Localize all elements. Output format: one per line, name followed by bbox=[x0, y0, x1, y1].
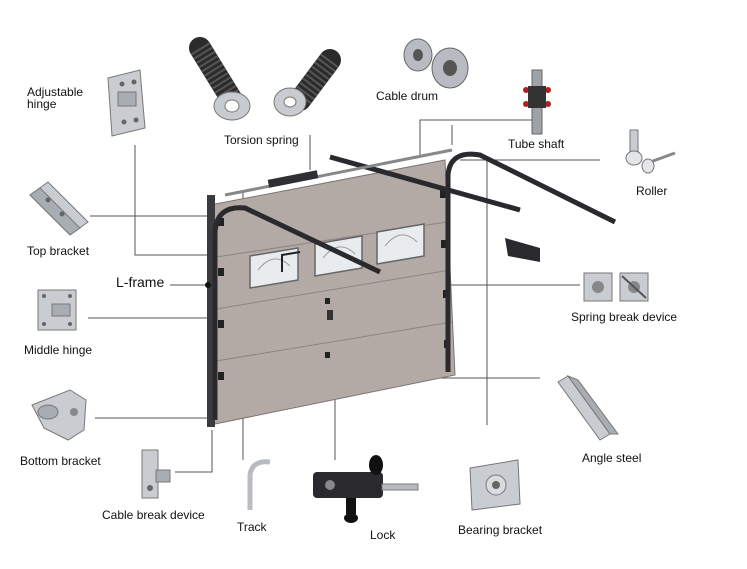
leader-cable-break bbox=[175, 430, 212, 472]
label-bottom-bracket: Bottom bracket bbox=[20, 455, 101, 467]
label-roller: Roller bbox=[636, 185, 667, 197]
bottom-bracket-icon bbox=[32, 390, 86, 440]
label-spring-break-device: Spring break device bbox=[571, 311, 677, 323]
cable-break-device-icon bbox=[142, 450, 170, 498]
door-panel bbox=[210, 160, 455, 425]
label-cable-drum: Cable drum bbox=[376, 90, 438, 102]
right-track bbox=[448, 154, 615, 372]
label-cable-break-device: Cable break device bbox=[102, 509, 205, 521]
label-middle-hinge: Middle hinge bbox=[24, 344, 92, 356]
label-torsion-spring: Torsion spring bbox=[224, 134, 299, 146]
l-frame-marker bbox=[205, 282, 211, 288]
label-bearing-bracket: Bearing bracket bbox=[458, 524, 542, 536]
garage-door bbox=[205, 150, 615, 427]
adjustable-hinge-icon bbox=[108, 70, 145, 136]
opener-head bbox=[505, 238, 540, 262]
torsion-spring-icon bbox=[200, 48, 330, 120]
label-lock: Lock bbox=[370, 529, 395, 541]
angle-steel-icon bbox=[558, 376, 618, 440]
door-handle bbox=[327, 310, 333, 320]
label-adjustable-hinge: Adjustable hinge bbox=[27, 86, 97, 110]
spring-break-device-icon bbox=[584, 273, 648, 301]
label-l-frame: L-frame bbox=[116, 276, 164, 288]
label-angle-steel: Angle steel bbox=[582, 452, 641, 464]
roller-icon bbox=[626, 130, 675, 173]
label-top-bracket: Top bracket bbox=[27, 245, 89, 257]
middle-hinge-icon bbox=[38, 290, 76, 330]
label-tube-shaft: Tube shaft bbox=[508, 138, 564, 150]
door-torsion-spring bbox=[268, 170, 319, 187]
bearing-bracket-icon bbox=[470, 460, 520, 510]
tube-shaft-icon bbox=[523, 70, 551, 134]
lock-icon bbox=[313, 455, 418, 523]
top-bracket-icon bbox=[30, 182, 88, 235]
label-track: Track bbox=[237, 521, 267, 533]
cable-drum-icon bbox=[404, 39, 468, 88]
track-icon bbox=[250, 462, 270, 510]
